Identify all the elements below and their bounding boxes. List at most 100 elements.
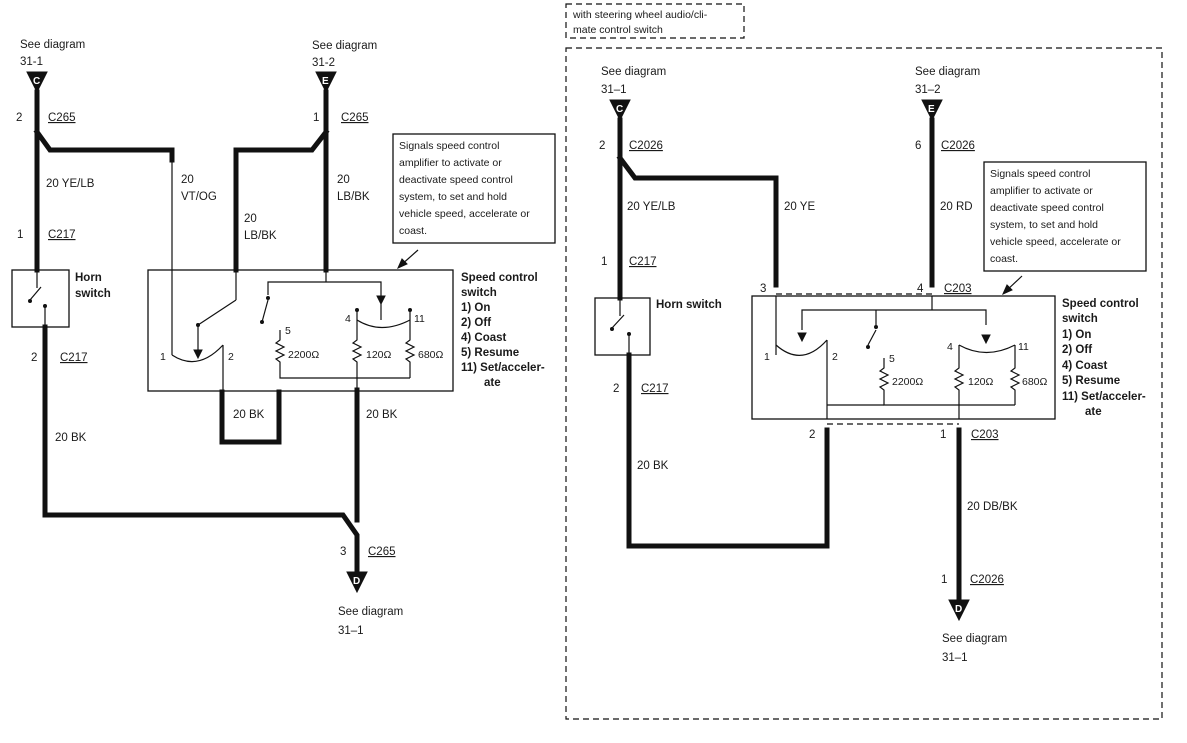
legend-right: Speed control switch 1) On 2) Off 4) Coa… (1062, 298, 1146, 418)
offpage-letter-e-right: E (928, 104, 935, 115)
pin-label: 4 (917, 283, 924, 295)
contact-dot (355, 308, 359, 312)
wire-label-lb-bk-a2: LB/BK (244, 230, 277, 242)
horn-switch-contact-left (29, 272, 46, 325)
legend-item: 5) Resume (461, 347, 519, 359)
resistor-680-right (1009, 345, 1021, 405)
selector-arc-left (171, 344, 224, 363)
note-line: Signals speed control (399, 140, 499, 152)
note-line: vehicle speed, accelerate or (399, 208, 530, 220)
legend-title-1: Speed control (461, 272, 538, 284)
pin-label: 5 (285, 325, 291, 337)
offpage-letter-e-left: E (322, 76, 329, 87)
wire-label-bk-left: 20 BK (55, 432, 87, 444)
connector-label-c217: C217 (629, 256, 657, 268)
pin-label: 3 (760, 283, 766, 295)
switch-lead (356, 310, 411, 320)
ref-left-d-label: See diagram (338, 606, 403, 618)
pin-label: 4 (345, 313, 351, 325)
wire-bk-main (42, 324, 360, 575)
pin-label: 6 (915, 140, 921, 152)
note-line: deactivate speed control (990, 202, 1104, 214)
arrow-head (981, 334, 991, 345)
resistor-2200-left (274, 330, 410, 379)
resistor-label-120: 120Ω (366, 349, 392, 361)
legend-title-1: Speed control (1062, 298, 1139, 310)
contact-dot (266, 296, 270, 300)
pin-label: 1 (941, 574, 947, 586)
resistor-label-680: 680Ω (418, 349, 444, 361)
legend-title-2: switch (1062, 313, 1098, 325)
legend-item: ate (484, 377, 501, 389)
pin-label: 2 (809, 429, 815, 441)
wire-vt-og-top (33, 128, 175, 163)
pin-label: 2 (832, 351, 838, 363)
contact-dot (43, 304, 47, 308)
pin-label: 11 (414, 313, 425, 325)
connector-label-c203: C203 (944, 283, 972, 295)
ref-left-c-page: 31-1 (20, 56, 43, 68)
variant-label-1: with steering wheel audio/cli- (572, 9, 708, 21)
pin-label: 1 (764, 351, 770, 363)
wire-label-ye-lb: 20 YE/LB (627, 201, 676, 213)
speed-control-switch-box-left (147, 269, 454, 392)
pin-label: 2 (599, 140, 605, 152)
switch-bus-top-right (801, 296, 987, 330)
wire-ye-right (616, 154, 779, 288)
arrow-head (193, 349, 203, 360)
variant-label-2: mate control switch (573, 24, 663, 36)
wire-label-ye-lb: 20 YE/LB (46, 178, 95, 190)
legend-item: 2) Off (461, 317, 491, 329)
switch-contact-left (197, 270, 237, 326)
arrow-head (397, 258, 408, 269)
pin-label: 1 (313, 112, 319, 124)
resistor-120-left (351, 320, 363, 391)
wire-label-bk: 20 BK (637, 460, 669, 472)
contact-dot (610, 327, 614, 331)
note-box-left (392, 133, 556, 244)
ref-left-c-label: See diagram (20, 39, 85, 51)
pin-label: 2 (613, 383, 619, 395)
horn-label-2-left: switch (75, 288, 111, 300)
wire-label-bk-right: 20 BK (366, 409, 398, 421)
offpage-connector-c-right (609, 99, 631, 122)
connector-label-c265: C265 (341, 112, 369, 124)
resistor-label-2200: 2200Ω (288, 349, 319, 361)
wire-label-db-bk: 20 DB/BK (967, 501, 1018, 513)
connector-label-c2026: C2026 (941, 140, 975, 152)
note-line: system, to set and hold (399, 191, 507, 203)
wire-label-vt-og-1: 20 (181, 174, 194, 186)
resistor-2200-right (878, 358, 1015, 406)
legend-item: 4) Coast (461, 332, 507, 344)
legend-item: ate (1085, 406, 1102, 418)
connector-label-c2026: C2026 (629, 140, 663, 152)
connector-label-c265: C265 (368, 546, 396, 558)
variant-region-box (565, 47, 1163, 720)
offpage-connector-d-left (346, 571, 368, 594)
arrow-head (797, 332, 807, 343)
offpage-letter-c-right: C (616, 104, 623, 115)
wire-label-lb-bk-b1: 20 (337, 174, 350, 186)
switch-bus-top-left (267, 270, 382, 300)
legend-item: 1) On (1062, 329, 1091, 341)
pin-label: 2 (16, 112, 22, 124)
pin-label: 1 (17, 229, 23, 241)
horn-label-right: Horn switch (656, 299, 722, 311)
offpage-connector-d-right (948, 599, 970, 622)
connector-label-c265: C265 (48, 112, 76, 124)
legend-item: 11) Set/acceler- (461, 362, 545, 374)
selector-arc-right-left (356, 319, 411, 329)
note-line: coast. (990, 253, 1018, 265)
resistor-label-120: 120Ω (968, 376, 994, 388)
pin-label: 5 (889, 353, 895, 365)
variant-label-box (565, 3, 745, 39)
horn-switch-box-left (11, 269, 70, 328)
pin-label: 1 (940, 429, 946, 441)
resistor-label-680: 680Ω (1022, 376, 1048, 388)
selector-arc-right-right (958, 344, 1016, 354)
wire-bk-right (626, 352, 830, 549)
ref-left-e-label: See diagram (312, 40, 377, 52)
legend-item: 4) Coast (1062, 360, 1108, 372)
ref-right-d-label: See diagram (942, 633, 1007, 645)
